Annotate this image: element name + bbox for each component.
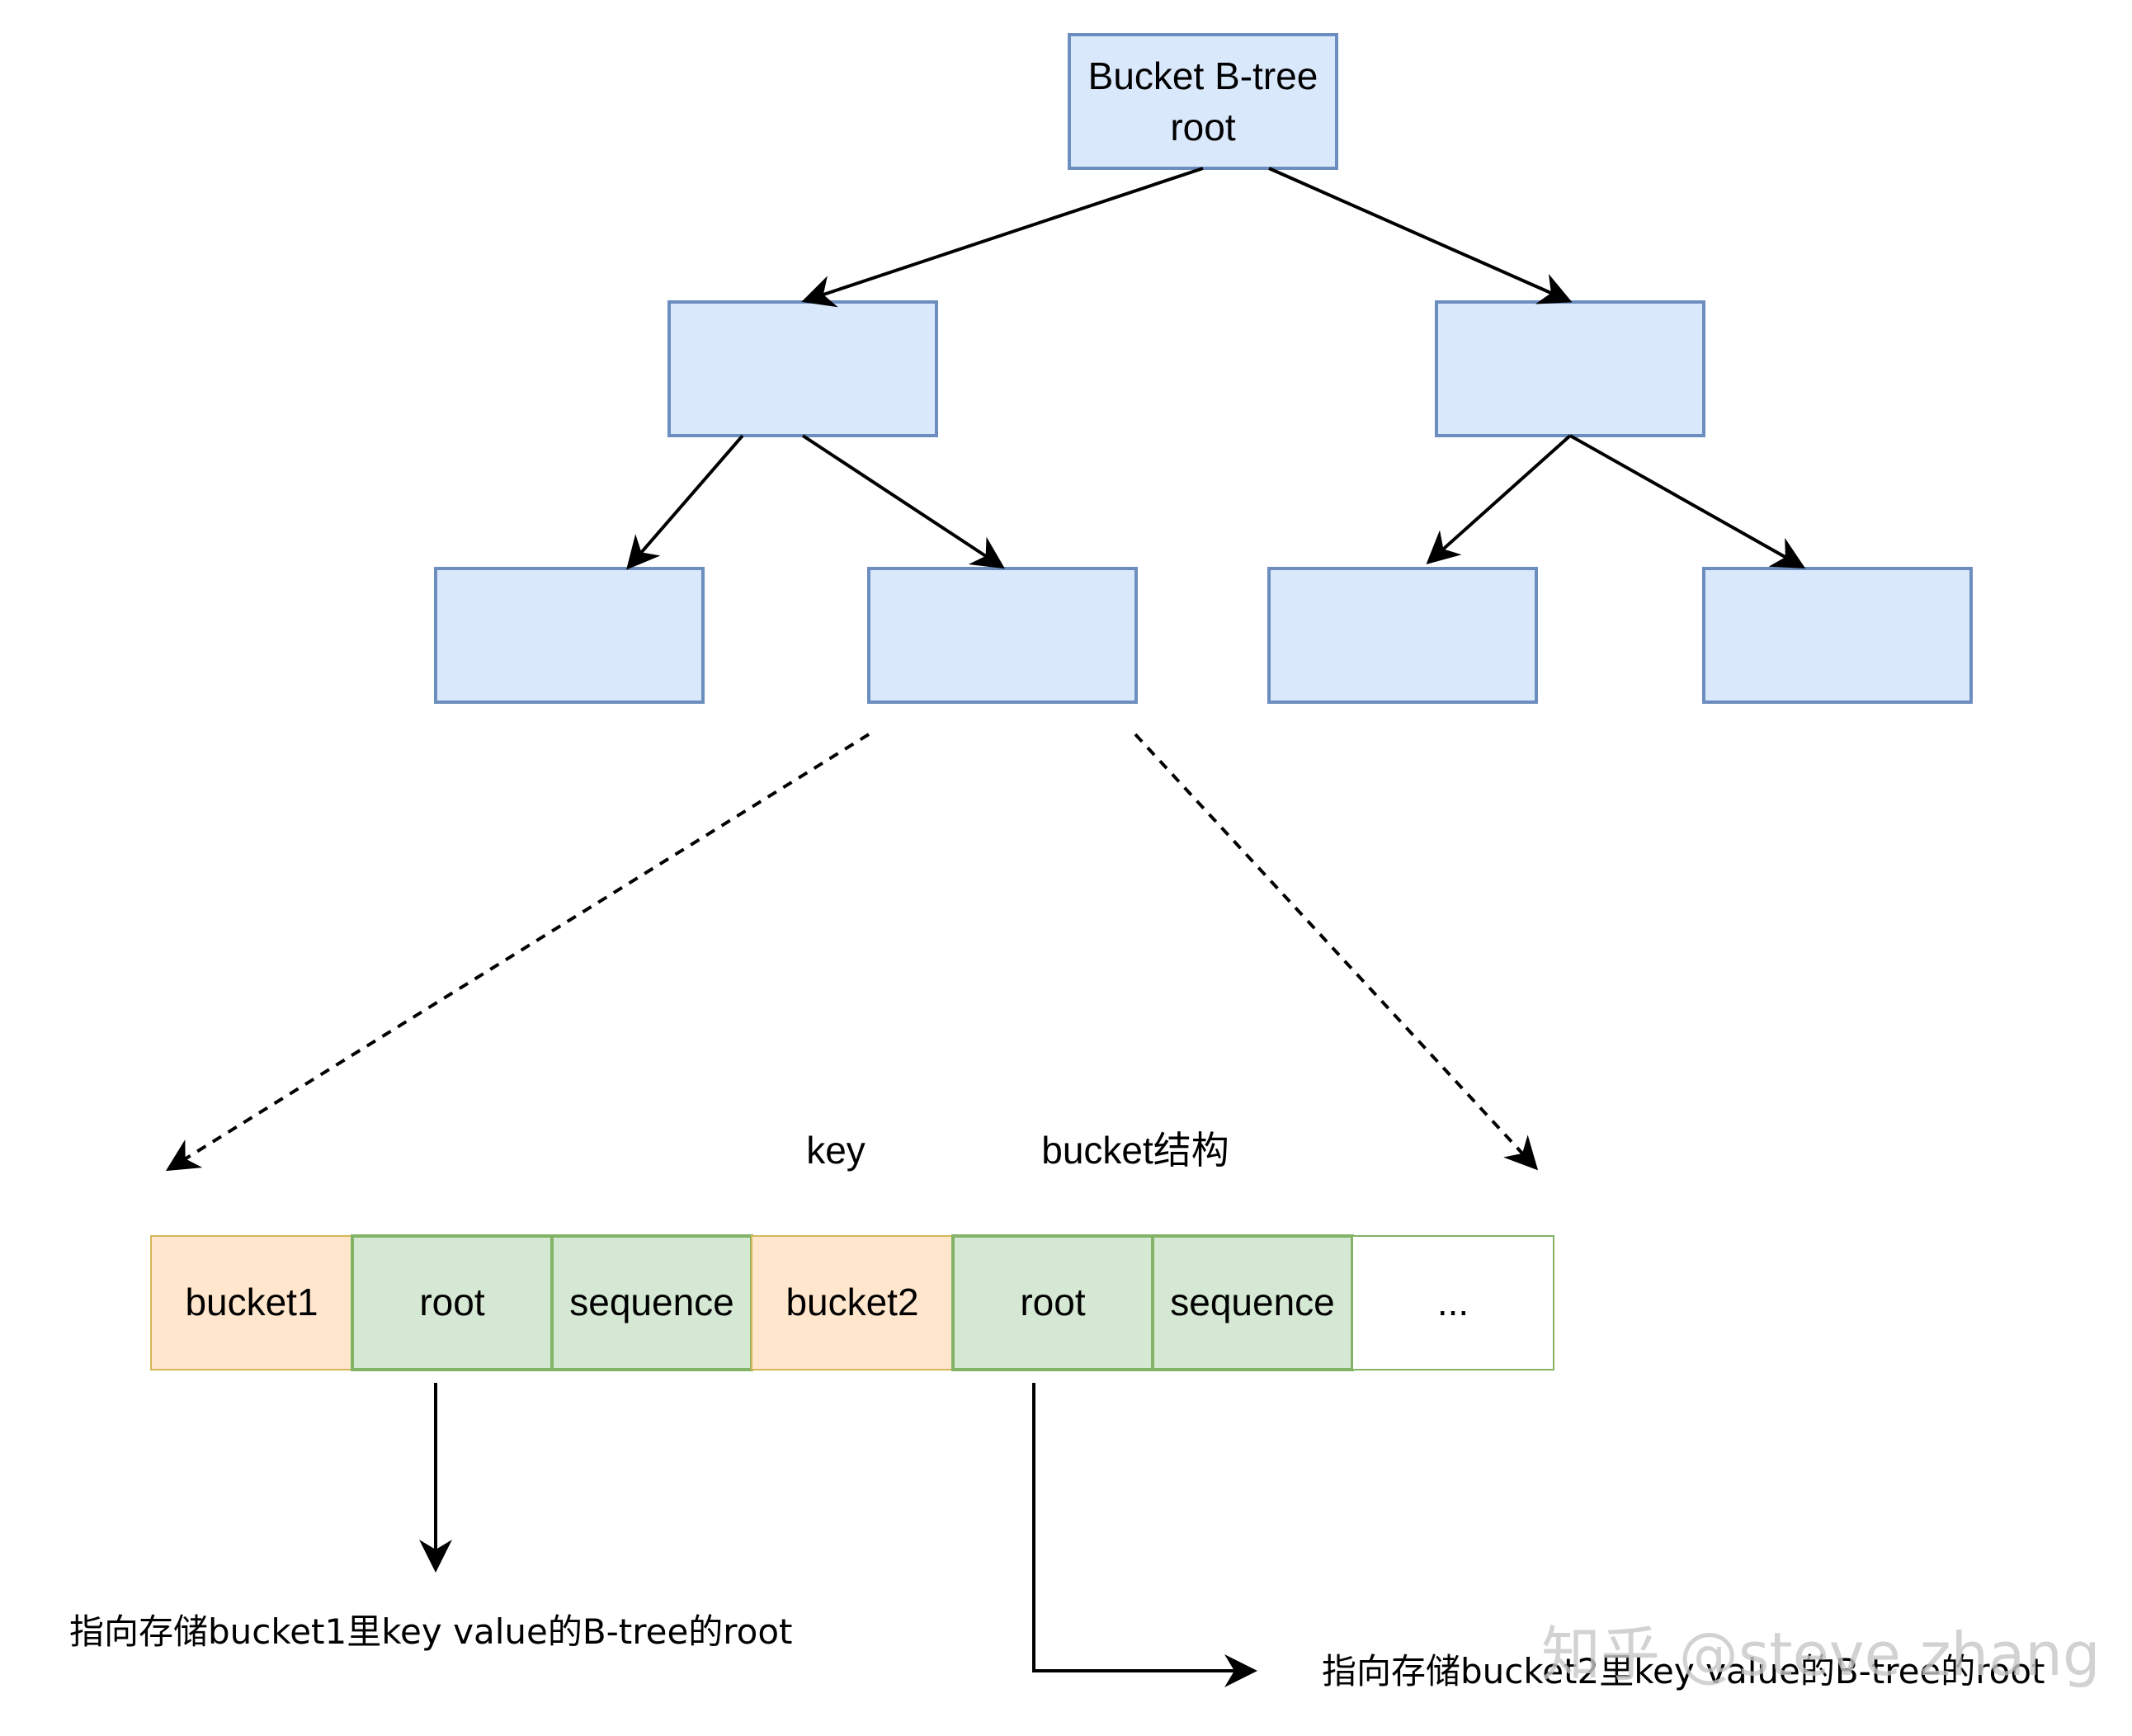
edge-left-leaf2 <box>801 434 1006 569</box>
key-header: key <box>806 1129 866 1172</box>
expand-line-right <box>1134 733 1539 1171</box>
cell-label-root-1: root <box>419 1281 484 1323</box>
cell-label-root-2: root <box>1020 1281 1085 1323</box>
btree-node-right <box>1435 300 1705 437</box>
edge-right-leaf4 <box>1569 434 1806 568</box>
cell-bucket1 <box>150 1235 353 1370</box>
root-node-label-line2: root <box>1170 106 1235 149</box>
cell-ellipsis <box>1351 1235 1554 1370</box>
cell-label-bucket1: bucket1 <box>185 1281 318 1323</box>
btree-root-node <box>1068 33 1338 170</box>
note-bucket1-root: 指向存储bucket1里key value的B-tree的root <box>69 1611 792 1652</box>
bucket-structure-header: bucket结构 <box>1041 1129 1229 1172</box>
cell-sequence-2 <box>1151 1234 1354 1371</box>
pointer-arrow-root-2 <box>1032 1383 1257 1687</box>
edge-root-left <box>801 167 1204 308</box>
cell-label-sequence-2: sequence <box>1170 1281 1335 1323</box>
cell-bucket2 <box>751 1235 954 1370</box>
note-bucket2-root: 指向存储bucket2里key value的B-tree的root <box>1322 1651 2045 1691</box>
btree-leaf-3 <box>1267 567 1538 704</box>
root-node-label-line1: Bucket B-tree <box>1088 54 1318 97</box>
cell-label-ellipsis: ... <box>1437 1281 1469 1323</box>
btree-leaf-1 <box>434 567 705 704</box>
watermark: 知乎 @steve zhang <box>1541 1620 2101 1689</box>
edge-root-right <box>1268 167 1573 304</box>
cell-label-bucket2: bucket2 <box>785 1281 918 1323</box>
cell-label-sequence-1: sequence <box>569 1281 734 1323</box>
expand-line-left <box>165 733 870 1172</box>
btree-node-left <box>667 300 938 437</box>
btree-leaf-2 <box>867 567 1138 704</box>
cell-root-2 <box>951 1234 1154 1371</box>
cell-root-1 <box>351 1234 554 1371</box>
edge-left-leaf1 <box>626 434 744 570</box>
edge-right-leaf3 <box>1426 434 1572 564</box>
btree-leaf-4 <box>1702 567 1973 704</box>
